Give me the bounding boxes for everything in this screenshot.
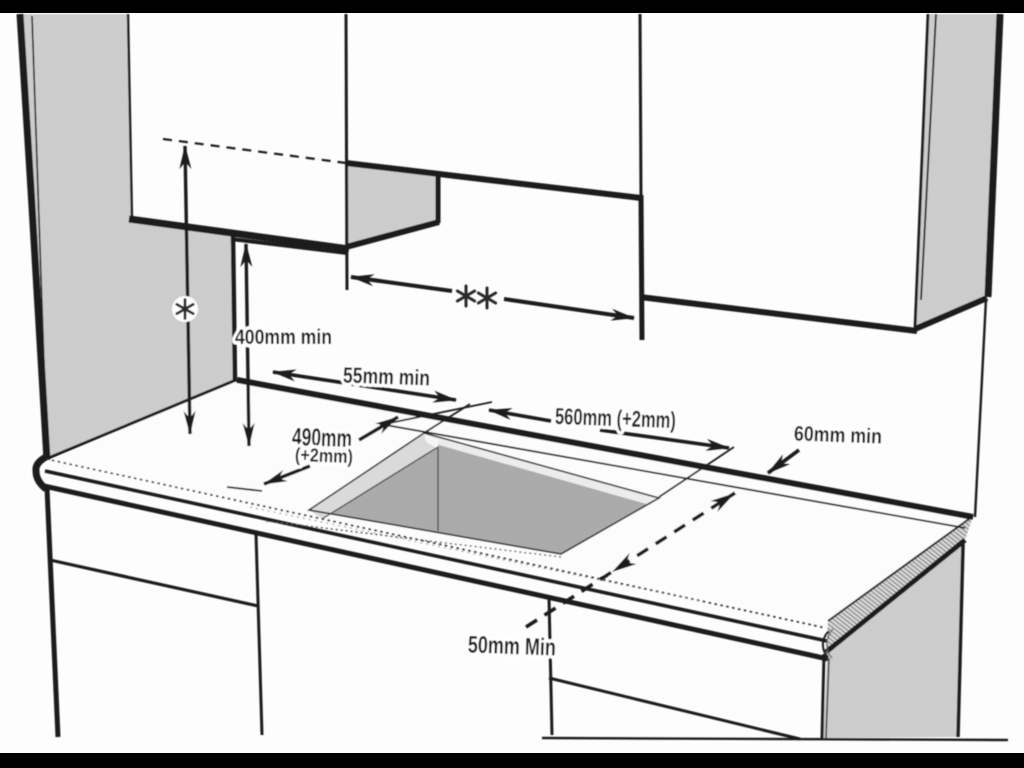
svg-text:60mm min: 60mm min — [794, 422, 883, 448]
svg-text:490mm: 490mm — [292, 423, 353, 453]
svg-text:560mm (+2mm): 560mm (+2mm) — [555, 403, 677, 433]
svg-text:50mm Min: 50mm Min — [467, 631, 556, 661]
svg-text:55mm min: 55mm min — [343, 362, 431, 390]
svg-text:(+2mm): (+2mm) — [295, 445, 354, 468]
svg-text:400mm min: 400mm min — [235, 326, 332, 349]
